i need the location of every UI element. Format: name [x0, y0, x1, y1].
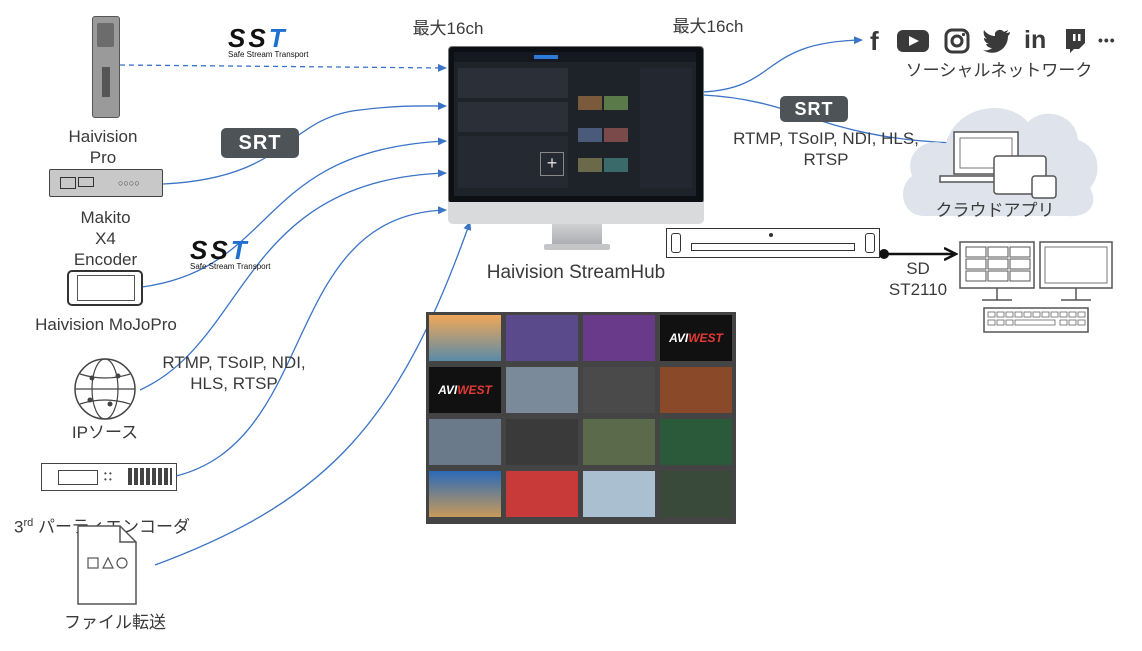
ip-source-label: IPソース: [71, 423, 139, 442]
mosaic-tile: [583, 471, 655, 517]
sdi-output-label: SD ST2110: [888, 259, 948, 299]
globe-icon: [74, 358, 136, 420]
streamhub-label: Haivision StreamHub: [486, 262, 666, 283]
line-encoder: [175, 206, 447, 477]
mosaic-tile-logo: AVIWEST: [660, 315, 732, 361]
streamhub-monitor: +: [448, 46, 704, 250]
logo-b: WEST: [688, 331, 723, 345]
social-network-label: ソーシャルネットワーク: [905, 61, 1093, 80]
output-protocols: RTMP, TSoIP, NDI, HLS, RTSP: [733, 129, 919, 169]
third-party-suffix: rd: [23, 517, 34, 529]
sst-logo-top-sub: Safe Stream Transport: [228, 50, 309, 59]
mosaic-tile: [506, 315, 578, 361]
mosaic-tile: [583, 315, 655, 361]
line-social: [702, 36, 863, 93]
mosaic-tile: [506, 419, 578, 465]
mosaic-tile: [583, 419, 655, 465]
makito-x4-encoder-device: ○○○○: [49, 169, 163, 197]
social-icons-row: f in •••: [866, 26, 1126, 56]
multiviewer-workstation-icon: [959, 241, 1113, 333]
sst-logo-bottom: SST Safe Stream Transport: [190, 235, 282, 271]
makito-label: Makito X4 Encoder: [73, 208, 138, 269]
logo-a: AVI: [438, 383, 458, 397]
line-pro-dashed: [119, 63, 447, 72]
line-mojopro: [141, 137, 447, 288]
sst-logo-top-main: SST: [228, 23, 288, 53]
linkedin-icon: in: [1024, 26, 1047, 54]
youtube-icon: [897, 30, 929, 52]
sst-logo-bottom-main: SST: [190, 235, 250, 265]
mosaic-tile: [660, 471, 732, 517]
sst-logo-top: SST Safe Stream Transport: [228, 23, 320, 59]
line-file: [154, 221, 472, 566]
third-party-number: 3: [14, 517, 24, 537]
mosaic-tile: [506, 471, 578, 517]
mosaic-tile: [660, 367, 732, 413]
max-input-channels: 最大16ch: [412, 19, 484, 38]
more-icon: •••: [1098, 32, 1116, 48]
sst-accent-letter: T: [268, 23, 288, 53]
mosaic-tile: [429, 471, 501, 517]
cloud-icon: [902, 108, 1098, 217]
line-ip: [139, 169, 447, 391]
sdi-connector-dot: [879, 249, 889, 259]
streamhub-ui-screen: +: [454, 52, 696, 196]
mojopro-label: Haivision MoJoPro: [35, 315, 177, 334]
third-party-encoder-device: • •• •: [41, 463, 177, 491]
mosaic-tile-logo: AVIWEST: [429, 367, 501, 413]
mosaic-tile: [429, 419, 501, 465]
srt-badge-output: SRT: [780, 96, 848, 122]
twitter-icon: [983, 29, 1010, 53]
cloud-apps-label: クラウドアプリ: [935, 201, 1055, 220]
mosaic-tile: [583, 367, 655, 413]
max-output-channels: 最大16ch: [672, 17, 744, 36]
srt-badge-input: SRT: [221, 128, 299, 158]
line-makito: [162, 101, 447, 185]
twitch-icon: [1066, 29, 1085, 53]
sst-accent-letter: T: [230, 235, 250, 265]
file-document-icon: [77, 525, 137, 605]
input-protocols: RTMP, TSoIP, NDI, HLS, RTSP: [162, 353, 306, 393]
logo-b: WEST: [457, 383, 492, 397]
sdi-rack-device: [666, 228, 880, 258]
sst-logo-bottom-sub: Safe Stream Transport: [190, 262, 271, 271]
haivision-pro-device: [92, 16, 120, 118]
mosaic-tile: [506, 367, 578, 413]
haivision-pro-label: Haivision Pro: [68, 127, 138, 167]
facebook-icon: f: [870, 26, 879, 56]
mosaic-tile: [660, 419, 732, 465]
instagram-icon: [944, 28, 970, 54]
mojopro-tablet: [67, 270, 143, 306]
video-source-mosaic: AVIWEST AVIWEST: [426, 312, 736, 524]
mosaic-tile: [429, 315, 501, 361]
logo-a: AVI: [669, 331, 689, 345]
file-transfer-label: ファイル転送: [64, 613, 166, 632]
